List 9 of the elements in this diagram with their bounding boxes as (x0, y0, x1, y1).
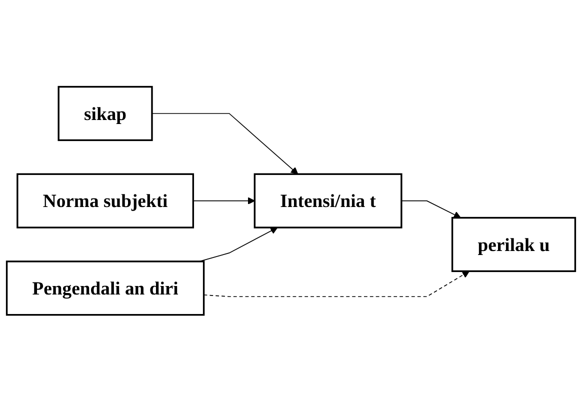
node-box: perilak u (451, 217, 576, 272)
arrow (203, 271, 470, 298)
node-box: Pengendali an diri (6, 260, 205, 316)
node-box: Intensi/nia t (254, 173, 402, 229)
node-box: sikap (58, 86, 153, 142)
arrow (152, 113, 298, 175)
node-box: Norma subjekti (16, 173, 194, 229)
arrow (192, 197, 255, 205)
arrow (401, 200, 461, 218)
